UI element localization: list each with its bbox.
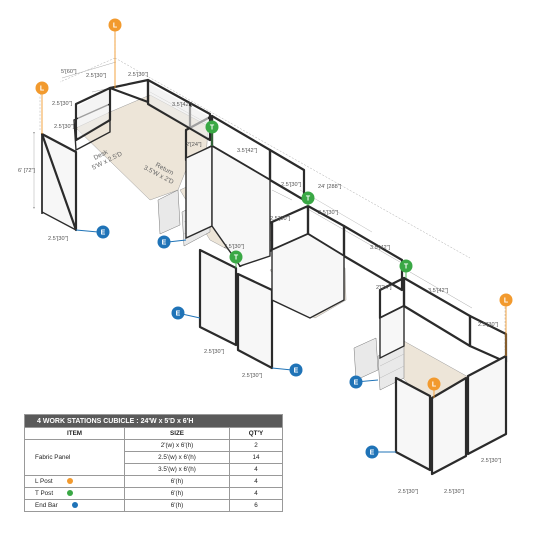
svg-text:T: T	[234, 255, 239, 262]
size-cell: 3.5'(w) x 6'(h)	[124, 463, 230, 476]
table-row: Fabric Panel 2'(w) x 6'(h) 2	[24, 439, 283, 476]
table-row: End Bar 6'(h) 6	[24, 499, 283, 512]
end-bar-badge: E	[96, 225, 110, 239]
svg-text:2'[24"]: 2'[24"]	[376, 285, 392, 291]
svg-text:2.5'[30"]: 2.5'[30"]	[52, 101, 73, 107]
header-item: ITEM	[24, 427, 125, 440]
t-post-label: T Post	[24, 487, 125, 500]
svg-text:2.5'[30"]: 2.5'[30"]	[224, 244, 245, 250]
dimension-labels: 5'[60"] 2.5'[30"] 2.5'[30"] 2.5'[30"] 2.…	[18, 69, 502, 495]
svg-text:2.5'[30"]: 2.5'[30"]	[204, 349, 225, 355]
svg-text:2.5'[30"]: 2.5'[30"]	[481, 458, 502, 464]
spec-table-caption: 4 WORK STATIONS CUBICLE : 24'W x 5'D x 6…	[24, 414, 283, 428]
svg-text:E: E	[294, 368, 299, 375]
end-bar-dot-icon	[71, 502, 78, 509]
svg-text:L: L	[504, 298, 509, 305]
svg-text:2.5'[30"]: 2.5'[30"]	[478, 322, 499, 328]
t-post-badge: T	[399, 259, 413, 273]
svg-text:2.5'[30"]: 2.5'[30"]	[54, 124, 75, 130]
t-post-badge: T	[301, 191, 315, 205]
qty-cell: 2	[229, 439, 283, 452]
svg-text:E: E	[354, 380, 359, 387]
size-cell: 2.5'(w) x 6'(h)	[124, 451, 230, 464]
svg-text:T: T	[404, 264, 409, 271]
svg-text:L: L	[113, 23, 118, 30]
svg-text:24' [288"]: 24' [288"]	[318, 184, 342, 190]
svg-text:E: E	[101, 230, 106, 237]
header-qty: QT'Y	[229, 427, 283, 440]
end-bar-badge: E	[289, 363, 303, 377]
svg-text:L: L	[432, 382, 437, 389]
svg-text:2.5'[30"]: 2.5'[30"]	[128, 72, 149, 78]
spec-table: 4 WORK STATIONS CUBICLE : 24'W x 5'D x 6…	[24, 414, 283, 512]
end-bar-label: End Bar	[24, 499, 125, 512]
qty-cell: 4	[229, 487, 283, 500]
svg-text:2.5'[30"]: 2.5'[30"]	[318, 210, 339, 216]
svg-text:3.5'[42"]: 3.5'[42"]	[370, 245, 391, 251]
fabric-panel-label: Fabric Panel	[24, 439, 125, 476]
svg-text:2.5'[30"]: 2.5'[30"]	[444, 489, 465, 495]
l-post-label: L Post	[24, 475, 125, 488]
svg-text:2.5'[30"]: 2.5'[30"]	[270, 216, 291, 222]
qty-cell: 4	[229, 463, 283, 476]
svg-text:2.5'[30"]: 2.5'[30"]	[242, 373, 263, 379]
qty-cell: 6	[229, 499, 283, 512]
svg-text:E: E	[370, 450, 375, 457]
end-bar-badge: E	[365, 445, 379, 459]
svg-text:5'[60"]: 5'[60"]	[61, 69, 77, 75]
header-size: SIZE	[124, 427, 230, 440]
svg-text:3.5'[42"]: 3.5'[42"]	[428, 288, 449, 294]
size-cell: 2'(w) x 6'(h)	[124, 439, 230, 452]
qty-cell: 14	[229, 451, 283, 464]
t-post-badge: T	[229, 250, 243, 264]
size-cell: 6'(h)	[124, 487, 230, 500]
svg-text:2.5'[30"]: 2.5'[30"]	[86, 73, 107, 79]
svg-text:6' [72"]: 6' [72"]	[18, 168, 35, 174]
l-post-badge: L	[499, 293, 513, 307]
size-cell: 6'(h)	[124, 475, 230, 488]
end-bar-badge: E	[171, 306, 185, 320]
svg-text:3.5'[42"]: 3.5'[42"]	[172, 102, 193, 108]
svg-text:2.5'[30"]: 2.5'[30"]	[281, 182, 302, 188]
svg-text:2.5'[30"]: 2.5'[30"]	[48, 236, 69, 242]
svg-text:2'[24"]: 2'[24"]	[186, 142, 202, 148]
table-row: T Post 6'(h) 4	[24, 487, 283, 500]
svg-text:2.5'[30"]: 2.5'[30"]	[398, 489, 419, 495]
end-bar-badge: E	[157, 235, 171, 249]
size-cell: 6'(h)	[124, 499, 230, 512]
front-panels	[40, 84, 508, 476]
l-post-badge: L	[427, 377, 441, 391]
l-post-dot-icon	[66, 478, 73, 485]
svg-text:E: E	[162, 240, 167, 247]
t-post-badge: T	[205, 120, 219, 134]
svg-text:E: E	[176, 311, 181, 318]
t-post-dot-icon	[67, 490, 74, 497]
svg-text:L: L	[40, 86, 45, 93]
table-row: L Post 6'(h) 4	[24, 475, 283, 488]
svg-text:T: T	[210, 125, 215, 132]
svg-text:3.5'[42"]: 3.5'[42"]	[237, 148, 258, 154]
callout-lines	[41, 30, 507, 453]
post-badges: L L L L T T T T E E E E E E	[35, 18, 513, 459]
l-post-badge: L	[108, 18, 122, 32]
l-post-badge: L	[35, 81, 49, 95]
svg-text:T: T	[306, 196, 311, 203]
qty-cell: 4	[229, 475, 283, 488]
end-bar-badge: E	[349, 375, 363, 389]
